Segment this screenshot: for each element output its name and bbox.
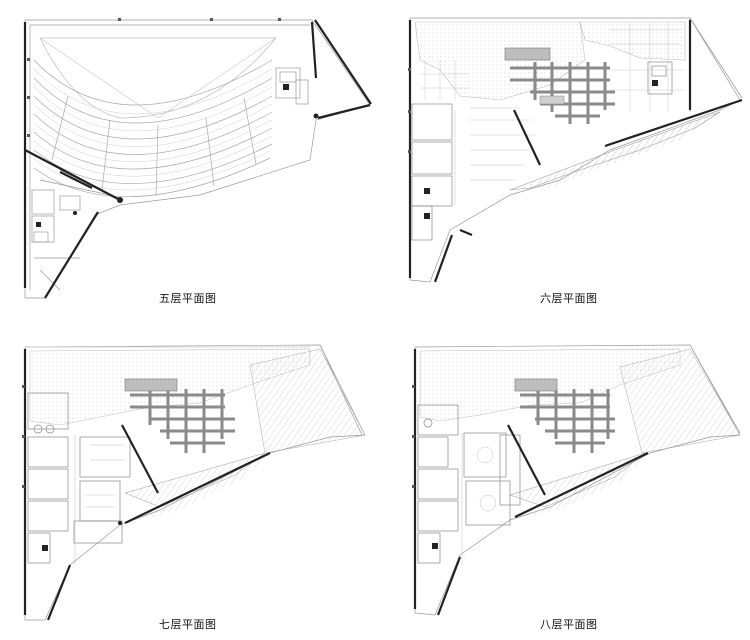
floor-8-caption: 八层平面图 <box>540 618 598 631</box>
floor-5-drawing <box>23 18 372 299</box>
floor-5-plan <box>0 0 380 300</box>
floor-7-drawing <box>22 344 366 621</box>
floor-6-caption: 六层平面图 <box>540 292 598 305</box>
floor-6-drawing <box>408 17 743 283</box>
floor-8-drawing <box>412 344 741 616</box>
floor-6-plan <box>380 0 750 300</box>
floor-7-caption: 七层平面图 <box>159 618 217 631</box>
floor-8-plan <box>380 325 750 625</box>
floor-5-caption: 五层平面图 <box>159 292 217 305</box>
floor-7-plan <box>0 325 380 625</box>
